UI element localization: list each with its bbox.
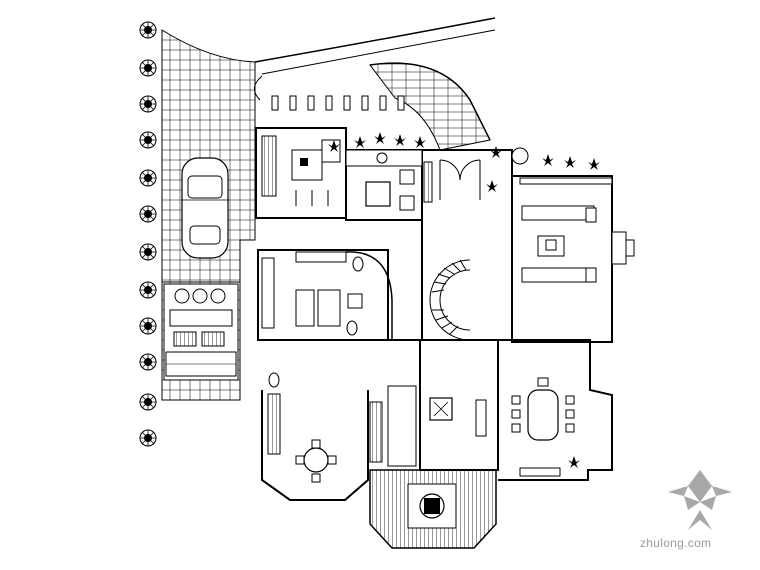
family-room bbox=[369, 385, 487, 467]
garden-plants-right bbox=[486, 146, 600, 192]
study-room bbox=[261, 135, 341, 206]
living-room bbox=[519, 177, 635, 283]
car-icon bbox=[181, 157, 229, 259]
breakfast-room bbox=[267, 372, 337, 483]
building-walls bbox=[255, 127, 613, 501]
spiral-staircase bbox=[429, 259, 471, 341]
boundary-wall bbox=[254, 17, 496, 75]
lounge bbox=[365, 161, 433, 211]
terrace bbox=[369, 469, 497, 549]
watermark-text: zhulong.com bbox=[640, 536, 712, 550]
parking-markers bbox=[254, 75, 405, 111]
entrance-path bbox=[369, 62, 491, 151]
dining-room bbox=[511, 377, 580, 477]
planter-row bbox=[328, 132, 426, 167]
utility-room bbox=[165, 288, 237, 377]
watermark-logo bbox=[668, 470, 732, 530]
entrance-door bbox=[439, 159, 481, 200]
kitchen-bathroom bbox=[261, 251, 393, 340]
garden-trees bbox=[139, 21, 157, 447]
